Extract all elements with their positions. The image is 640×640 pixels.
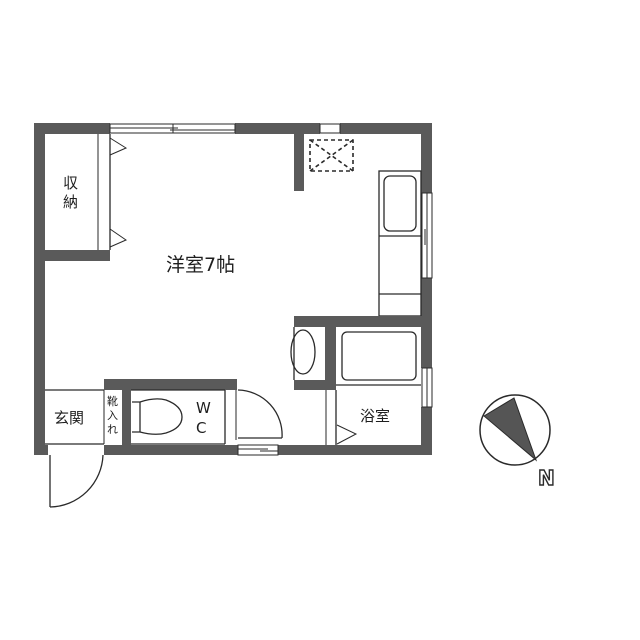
wc-label-w: W: [196, 399, 211, 417]
partition-wall: [294, 134, 304, 191]
entrance: 玄関 靴 入 れ: [45, 389, 118, 508]
ceiling-unit-icon: [309, 139, 354, 172]
shoe-closet-label-3: れ: [107, 423, 118, 436]
wc-label-c: C: [196, 419, 206, 437]
storage-label-1: 収: [63, 174, 78, 192]
bathroom: 浴室: [325, 331, 433, 445]
storage-closet: 収 納: [34, 134, 128, 261]
entrance-label: 玄関: [54, 409, 84, 427]
compass-icon: N: [479, 394, 555, 491]
top-vent-window: [319, 123, 341, 134]
main-room-label: 洋室7帖: [166, 254, 235, 276]
outer-walls: [34, 123, 432, 455]
north-label: N: [538, 466, 555, 490]
kitchen: [378, 170, 433, 317]
top-window: [109, 123, 236, 134]
shoe-closet-label-2: 入: [107, 409, 118, 422]
shoe-closet-label-1: 靴: [107, 394, 118, 408]
storage-label-2: 納: [63, 193, 78, 211]
bathroom-label: 浴室: [360, 407, 390, 425]
washbasin-area: [290, 316, 432, 390]
toilet-room: W C: [104, 379, 283, 456]
